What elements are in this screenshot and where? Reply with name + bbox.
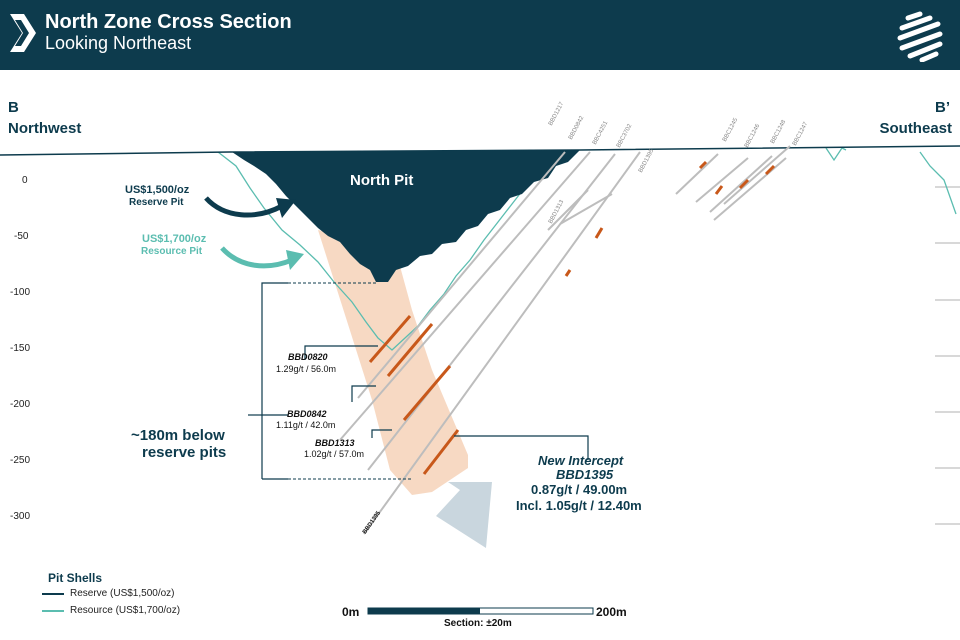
assay-intervals xyxy=(368,160,776,475)
y-tick-50: -50 xyxy=(14,231,29,242)
new-intercept-hole: BBD1395 xyxy=(556,467,614,482)
intercept-grade-3: 1.02g/t / 57.0m xyxy=(304,449,365,459)
section-end-direction: Southeast xyxy=(879,120,952,137)
intercept-hole-1: BBD0820 xyxy=(288,352,328,362)
y-tick-300: -300 xyxy=(10,511,31,522)
legend-label-reserve: Reserve (US$1,500/oz) xyxy=(70,588,175,599)
intercept-hole-2: BBD0842 xyxy=(287,409,327,419)
y-tick-0: 0 xyxy=(22,175,28,186)
scale-bar xyxy=(367,607,594,615)
y-tick-250: -250 xyxy=(10,455,31,466)
company-logo-icon xyxy=(897,11,943,62)
page-title: North Zone Cross Section xyxy=(45,11,292,33)
section-width-note: Section: ±20m xyxy=(444,618,512,629)
resource-pit-label: Resource Pit xyxy=(141,246,203,257)
intercept-grade-1: 1.29g/t / 56.0m xyxy=(276,364,337,374)
north-pit-label: North Pit xyxy=(350,172,414,189)
legend-swatch-resource xyxy=(42,609,64,612)
reserve-arrow xyxy=(204,196,284,218)
reserve-pit-price: US$1,500/oz xyxy=(125,184,190,196)
new-intercept-grade: 0.87g/t / 49.00m xyxy=(531,482,628,497)
intercept-direction-arrow xyxy=(436,482,492,548)
depth-annotation-line2: reserve pits xyxy=(142,444,227,461)
legend-title: Pit Shells xyxy=(48,571,103,585)
y-tick-100: -100 xyxy=(10,287,31,298)
resource-arrow xyxy=(220,246,293,269)
drill-holes xyxy=(339,145,791,535)
intercept-leaders xyxy=(304,345,589,460)
resource-shell-far-right xyxy=(919,151,957,215)
depth-annotation-line1: ~180m below xyxy=(131,427,225,444)
section-start-direction: Northwest xyxy=(8,120,82,137)
header-bar: North Zone Cross Section Looking Northea… xyxy=(0,0,960,70)
legend-swatch-reserve xyxy=(42,592,64,595)
resource-shell-right xyxy=(825,147,847,162)
reserve-pit xyxy=(232,150,580,282)
section-start-letter: B xyxy=(8,99,19,116)
resource-pit-shell xyxy=(217,149,573,351)
y-tick-200: -200 xyxy=(10,399,31,410)
section-end-letter: B’ xyxy=(935,99,950,116)
intercept-grade-2: 1.11g/t / 42.0m xyxy=(276,420,336,430)
legend-item-resource: Resource (US$1,700/oz) xyxy=(42,605,180,616)
scale-right-label: 200m xyxy=(596,605,627,619)
grid-ticks xyxy=(935,186,960,525)
chevron-icon xyxy=(10,14,36,52)
reserve-pit-label: Reserve Pit xyxy=(129,197,184,208)
ore-zone xyxy=(318,230,468,495)
scale-left-label: 0m xyxy=(342,605,360,619)
depth-dashes xyxy=(288,282,412,480)
y-tick-150: -150 xyxy=(10,343,31,354)
depth-bracket xyxy=(248,282,288,416)
intercept-hole-3: BBD1313 xyxy=(315,438,355,448)
resource-pit-price: US$1,700/oz xyxy=(142,233,207,245)
legend-item-reserve: Reserve (US$1,500/oz) xyxy=(42,588,175,599)
page-subtitle: Looking Northeast xyxy=(45,33,192,53)
ground-surface xyxy=(0,145,960,156)
new-intercept-title: New Intercept xyxy=(538,453,624,468)
cross-section-diagram xyxy=(0,145,960,615)
legend-label-resource: Resource (US$1,700/oz) xyxy=(70,605,181,616)
new-intercept-included: Incl. 1.05g/t / 12.40m xyxy=(516,498,642,513)
